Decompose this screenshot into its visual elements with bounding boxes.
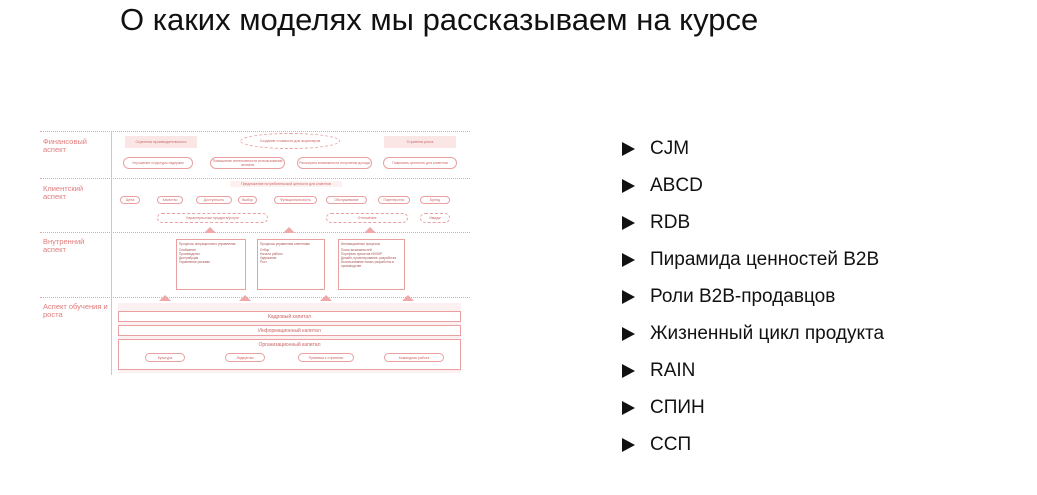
triangle-bullet-icon: [622, 178, 635, 193]
list-item: CJM: [622, 130, 884, 167]
list-item-label: Пирамида ценностей B2B: [650, 248, 880, 270]
org-item: Командная работа: [384, 353, 444, 362]
divider: [40, 131, 470, 132]
process-item: Портфель проектов НИОКР: [341, 252, 383, 256]
process-item: Снабжение: [179, 248, 196, 252]
process-box: Процессы операционного управления Снабже…: [176, 239, 246, 290]
aspect-label: Аспект обучения и роста: [43, 302, 108, 319]
arrow-up-icon: [402, 295, 414, 301]
process-box: Инновационные процессы Поиск возможносте…: [338, 239, 405, 290]
client-attribute: Доступность: [196, 196, 232, 204]
triangle-bullet-icon: [622, 400, 635, 415]
list-item-label: RAIN: [650, 359, 696, 381]
aspect-label: Клиентский аспект: [43, 184, 84, 201]
aspect-label: Финансовый аспект: [43, 137, 87, 154]
client-attribute: Партнерство: [378, 196, 410, 204]
list-item-label: Роли B2B-продавцов: [650, 285, 836, 307]
triangle-bullet-icon: [622, 289, 635, 304]
financial-goal: Повышение интенсивности использования ак…: [210, 157, 285, 169]
list-item-label: CJM: [650, 137, 690, 159]
triangle-bullet-icon: [622, 141, 635, 156]
list-item: RDB: [622, 204, 884, 241]
list-item-label: RDB: [650, 211, 691, 233]
client-group: Имидж: [420, 213, 450, 223]
growth-strategy: Стратегия роста: [384, 136, 456, 148]
arrow-up-icon: [283, 227, 295, 233]
client-group: Отношения: [326, 213, 408, 223]
process-item: Отбор: [260, 248, 270, 252]
process-item: Удержание: [260, 256, 277, 260]
slide-title: О каких моделях мы рассказываем на курсе: [120, 2, 759, 37]
client-attribute: Цена: [120, 196, 140, 204]
arrow-up-icon: [364, 227, 376, 233]
org-item: Лидерство: [225, 353, 265, 362]
client-attribute: Обслуживание: [326, 196, 367, 204]
process-item: Использование новых разработок в произво…: [341, 260, 394, 268]
divider: [40, 297, 470, 298]
models-list: CJM ABCD RDB Пирамида ценностей B2B Роли…: [622, 130, 884, 463]
client-group: Характеристики продукта/услуги: [157, 213, 268, 223]
process-item: Начало работы: [260, 252, 283, 256]
list-item: ABCD: [622, 167, 884, 204]
triangle-bullet-icon: [622, 252, 635, 267]
financial-goal: Улучшение структуры издержек: [123, 157, 193, 169]
process-item: Дизайн, проектирование, разработка: [341, 256, 397, 260]
list-item-label: ССП: [650, 433, 692, 455]
list-item: ССП: [622, 426, 884, 463]
human-capital: Кадровый капитал: [118, 311, 461, 322]
productivity-strategy: Стратегия производительности: [125, 136, 197, 148]
divider: [40, 232, 470, 233]
process-item: Производство: [179, 252, 200, 256]
org-item: Культура: [145, 353, 185, 362]
arrow-up-icon: [159, 295, 171, 301]
triangle-bullet-icon: [622, 437, 635, 452]
list-item: Роли B2B-продавцов: [622, 278, 884, 315]
process-item: Управление рисками: [179, 260, 210, 264]
triangle-bullet-icon: [622, 326, 635, 341]
process-title: Процессы управления клиентами: [260, 242, 310, 246]
arrow-up-icon: [239, 295, 251, 301]
list-item: СПИН: [622, 389, 884, 426]
financial-goal: Расширять возможности получения дохода: [297, 157, 372, 169]
strategy-map-diagram: Финансовый аспект Клиентский аспект Внут…: [40, 125, 470, 375]
process-title: Инновационные процессы: [341, 242, 381, 246]
process-title: Процессы операционного управления: [179, 242, 236, 246]
aspect-label: Внутренний аспект: [43, 237, 85, 254]
triangle-bullet-icon: [622, 215, 635, 230]
information-capital: Информационный капитал: [118, 325, 461, 336]
shareholder-value: Создание стоимости для акционеров: [240, 133, 340, 149]
list-item-label: СПИН: [650, 396, 705, 418]
client-attribute: Выбор: [238, 196, 257, 204]
org-item: Привязка к стратегии: [298, 353, 354, 362]
arrow-up-icon: [320, 295, 332, 301]
client-attribute: Качество: [157, 196, 183, 204]
client-attribute: Бренд: [420, 196, 450, 204]
list-item: RAIN: [622, 352, 884, 389]
client-value-header: Предложение потребительской ценности для…: [230, 181, 342, 187]
list-item: Жизненный цикл продукта: [622, 315, 884, 352]
process-item: Рост: [260, 260, 267, 264]
process-item: Поиск возможностей: [341, 248, 372, 252]
triangle-bullet-icon: [622, 363, 635, 378]
list-item-label: ABCD: [650, 174, 703, 196]
divider: [40, 178, 470, 179]
client-attribute: Функциональность: [274, 196, 317, 204]
list-item: Пирамида ценностей B2B: [622, 241, 884, 278]
list-item-label: Жизненный цикл продукта: [650, 322, 885, 344]
divider-vertical: [111, 131, 112, 375]
process-box: Процессы управления клиентами Отбор Нача…: [257, 239, 325, 290]
arrow-up-icon: [204, 227, 216, 233]
financial-goal: Повышать ценность для клиентов: [383, 157, 457, 169]
process-item: Дистрибуция: [179, 256, 199, 260]
